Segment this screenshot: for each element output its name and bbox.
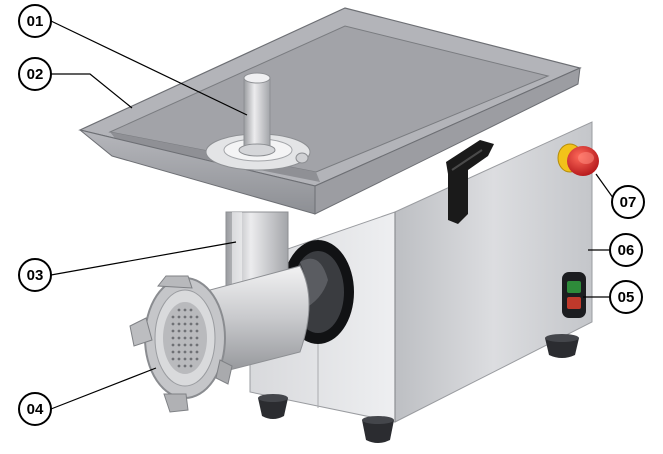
plate-hole — [183, 350, 187, 354]
plate-hole — [195, 315, 199, 319]
plate-hole — [171, 336, 175, 340]
plate-hole — [189, 308, 193, 312]
plate-hole — [189, 322, 193, 326]
plate-hole — [171, 343, 175, 347]
leader-02 — [51, 73, 133, 109]
foot-back-right-top — [545, 334, 579, 342]
callout-label-03: 03 — [27, 267, 44, 284]
callout-circle — [18, 258, 52, 292]
plate-hole — [171, 329, 175, 333]
plate-hole — [183, 315, 187, 319]
plate-hole — [183, 364, 187, 368]
foot-back-right — [545, 338, 579, 358]
plate-hole — [183, 336, 187, 340]
plate-hole — [189, 336, 193, 340]
pusher — [238, 72, 276, 157]
callout-badge-01: 01 — [18, 4, 52, 38]
plate-hole — [177, 343, 181, 347]
plate-hole — [171, 322, 175, 326]
plate-hole — [195, 336, 199, 340]
leader-03 — [50, 241, 237, 276]
plate-hole — [183, 329, 187, 333]
foot-front-right-top — [362, 416, 394, 424]
callout-label-01: 01 — [27, 13, 44, 30]
plate-hole — [183, 343, 187, 347]
callout-circle — [611, 185, 645, 219]
ring-lug-left — [129, 317, 153, 347]
feed-tray — [78, 7, 582, 215]
handle — [446, 140, 494, 224]
leader-01 — [50, 20, 248, 116]
callout-circle — [609, 280, 643, 314]
callout-circle — [18, 392, 52, 426]
leader-04 — [50, 367, 157, 410]
callout-label-06: 06 — [618, 242, 635, 259]
ring-lug-right — [215, 359, 233, 385]
callout-badge-03: 03 — [18, 258, 52, 292]
plate-hole — [177, 329, 181, 333]
callout-label-02: 02 — [27, 66, 44, 83]
plate-hole — [189, 315, 193, 319]
plate-hole — [183, 357, 187, 361]
callout-badge-02: 02 — [18, 57, 52, 91]
plate-hole — [177, 357, 181, 361]
plate-hole — [195, 350, 199, 354]
plate-hole — [195, 357, 199, 361]
plate-hole — [183, 308, 187, 312]
callout-label-07: 07 — [620, 194, 637, 211]
emergency-stop-button — [557, 143, 599, 176]
callout-badge-04: 04 — [18, 392, 52, 426]
feet — [258, 334, 579, 443]
plate-hole — [177, 350, 181, 354]
plate-hole — [195, 322, 199, 326]
plate-hole — [195, 329, 199, 333]
foot-front-left — [258, 398, 288, 419]
callout-label-04: 04 — [27, 401, 44, 418]
callout-badge-05: 05 — [609, 280, 643, 314]
callout-label-05: 05 — [618, 289, 635, 306]
plate-hole — [189, 343, 193, 347]
ring-lug-top — [157, 275, 193, 289]
callout-badge-07: 07 — [611, 185, 645, 219]
foot-front-left-top — [258, 394, 288, 402]
plate-hole — [171, 357, 175, 361]
plate-hole — [171, 350, 175, 354]
plate-hole — [189, 357, 193, 361]
plate-hole — [177, 315, 181, 319]
callout-badge-06: 06 — [609, 233, 643, 267]
plate-hole — [183, 322, 187, 326]
plate-hole — [177, 322, 181, 326]
plate-holes — [171, 308, 199, 368]
plate-hole — [171, 315, 175, 319]
ring-lug-bottom — [163, 393, 189, 413]
plate-hole — [189, 350, 193, 354]
callout-circle — [609, 233, 643, 267]
foot-front-right — [362, 420, 394, 443]
on-off-switch — [562, 272, 586, 318]
plate-hole — [177, 364, 181, 368]
plate-hole — [177, 308, 181, 312]
plate-hole — [189, 329, 193, 333]
callout-circle — [18, 57, 52, 91]
plate-hole — [189, 364, 193, 368]
plate-hole — [177, 336, 181, 340]
callout-circle — [18, 4, 52, 38]
plate-hole — [195, 343, 199, 347]
grinding-head — [129, 211, 310, 413]
